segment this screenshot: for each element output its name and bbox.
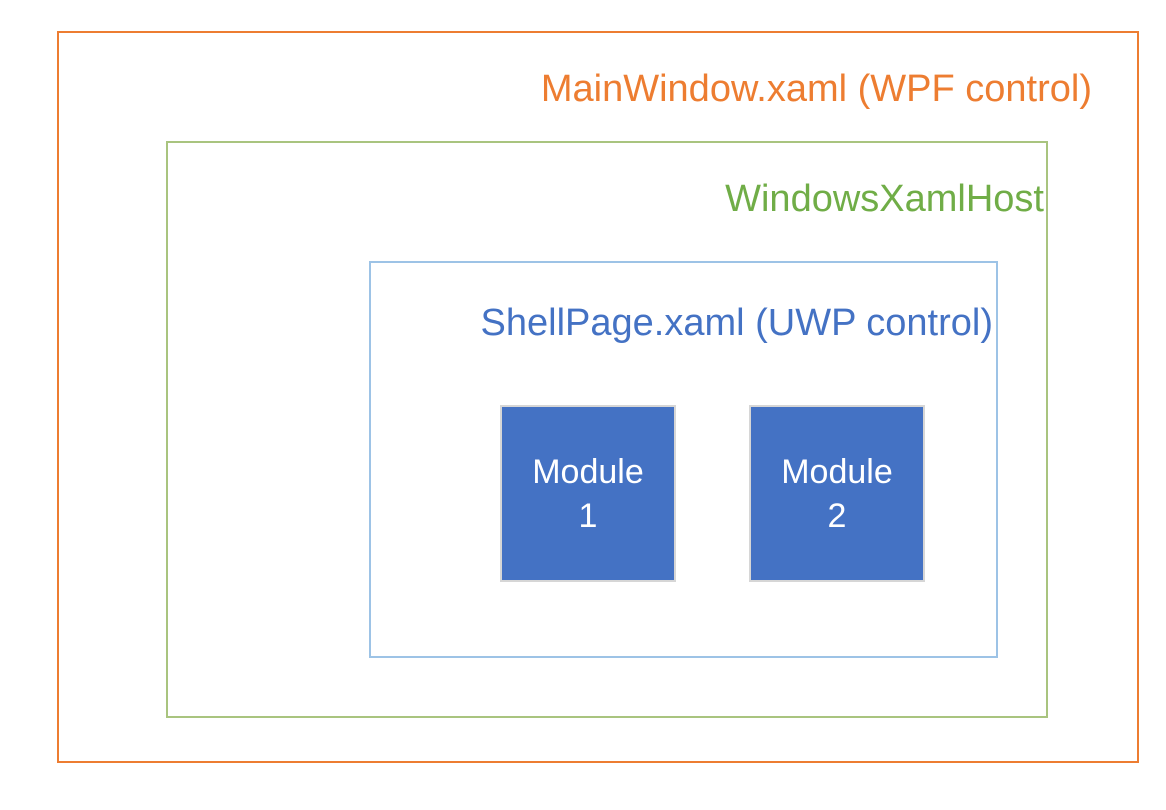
frame-label-shellpage-xaml: ShellPage.xaml (UWP control) <box>480 302 993 344</box>
frame-windowsxamlhost <box>166 141 1048 718</box>
frame-shellpage-xaml <box>369 261 998 658</box>
module-box-2: Module 2 <box>749 405 925 582</box>
module-box-1: Module 1 <box>500 405 676 582</box>
frame-label-mainwindow-xaml: MainWindow.xaml (WPF control) <box>540 68 1092 110</box>
module-box-2-label: Module 2 <box>781 452 893 535</box>
module-box-1-label: Module 1 <box>532 452 644 535</box>
frame-mainwindow-xaml <box>57 31 1139 763</box>
frame-label-windowsxamlhost: WindowsXamlHost <box>725 178 1044 220</box>
